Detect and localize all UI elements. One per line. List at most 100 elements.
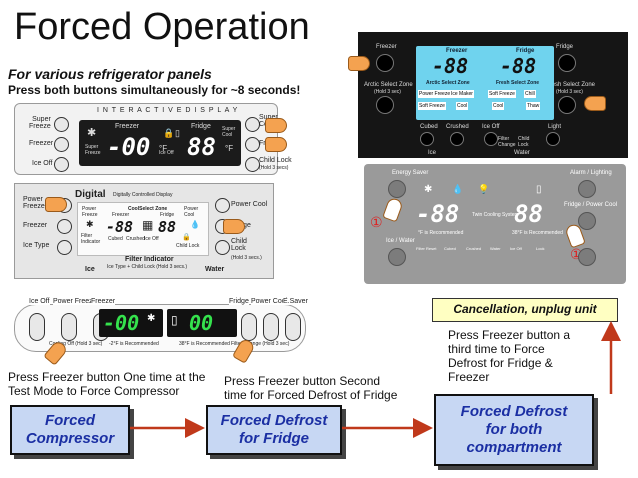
extra-button[interactable] (578, 248, 596, 266)
note-step-2: Press Freezer button Second time for For… (224, 374, 398, 402)
panel-a-freezer-label: Freezer (29, 140, 54, 147)
panel-b-brand-sub: Digitally Controlled Display (113, 192, 173, 198)
subtitle-panels: For various refrigerator panels (8, 66, 212, 82)
panel-a-header: I N T E R A C T I V E D I S P L A Y (97, 107, 239, 114)
panel-b-freezer-tag: Freezer (112, 212, 130, 218)
cubed-button[interactable] (420, 132, 434, 146)
ice-off-button[interactable] (29, 313, 45, 341)
panel-b-power-cool-tag: Power Cool (184, 206, 199, 218)
power-freeze-button[interactable] (61, 313, 77, 341)
crushed-button[interactable] (450, 132, 464, 146)
light-button[interactable] (546, 132, 560, 146)
panel-d-lcd-fridge: Fridge (516, 48, 535, 54)
power-cool-button[interactable] (263, 313, 279, 341)
fresh-select-button[interactable] (558, 96, 576, 114)
pointing-hand-icon (348, 56, 370, 71)
panel-a-child-lock-label: Child Lock (259, 157, 292, 164)
panel-b-filter-tag: Filter Indicator (81, 233, 101, 245)
fridge-icon: ▯ (175, 128, 180, 138)
drop-icon: 💧 (190, 220, 200, 229)
panel-e-energy-saver: Energy Saver (392, 170, 429, 176)
panel-c-power-cool-label: Power Cool (251, 298, 288, 305)
panel-d-opt-ice-maker: Ice Maker (450, 90, 474, 98)
panel-d-water: Water (514, 150, 530, 156)
ice-water-button[interactable] (388, 248, 406, 266)
lock-icon: 🔒 (163, 128, 175, 138)
fridge-icon: ▯ (536, 184, 542, 195)
panel-c-ice-off-label: Ice Off (29, 298, 50, 305)
cancellation-box: Cancellation, unplug unit (432, 298, 618, 322)
panel-a-freezer-unit: °F (159, 144, 168, 153)
panel-a-ice-off-tag: Ice Off (159, 150, 174, 156)
panel-d-opt-chill: Chill (524, 90, 536, 98)
panel-d-crushed: Crushed (446, 124, 469, 130)
panel-b-child-lock-label: Child Lock (231, 238, 247, 252)
panel-d-opt-cool: Cool (456, 102, 469, 110)
arctic-select-button[interactable] (376, 96, 394, 114)
panel-d-opt-soft-freeze: Soft Freeze (418, 102, 446, 110)
panel-d-ice: Ice (428, 150, 437, 156)
alarm-button[interactable] (578, 180, 596, 198)
super-cool-button[interactable] (245, 117, 260, 132)
panel-a-super-freeze-tag: Super Freeze (85, 144, 101, 156)
panel-e-display: ✱ 💧 💡 ▯ -88 Twin Cooling System 88 °F is… (416, 182, 564, 254)
panel-e-alarm: Alarm / Lighting (570, 170, 612, 176)
panel-d-arctic-title: Arctic Select Zone (426, 80, 470, 86)
fridge-button[interactable] (245, 137, 260, 152)
pointing-hand-icon (584, 96, 606, 111)
panel-c-filter-hint: Filter Change (Hold 3 sec) (231, 341, 290, 347)
panel-b-icon-ice-off: Ice Off (144, 236, 159, 242)
flow-forced-defrost-fridge: Forced Defrost for Fridge (206, 405, 342, 455)
power-cool-button[interactable] (215, 198, 230, 213)
panel-e-circle-left: ① (370, 214, 383, 230)
fridge-button[interactable] (558, 54, 576, 72)
panel-b-display: Power Freeze CoolSelect Zone Freezer Fri… (77, 202, 209, 256)
fridge-power-cool-button[interactable] (578, 212, 596, 230)
panel-c-freezer-value: -00 (103, 311, 140, 335)
panel-b-freezer-value: -88 (106, 218, 134, 236)
note-step-3: Press Freezer button a third time to For… (448, 328, 571, 384)
super-freeze-button[interactable] (54, 117, 69, 132)
panel-e-icon-ice-off: Ice Off (510, 246, 522, 251)
bulb-icon: 💡 (478, 184, 490, 194)
energy-saver-button[interactable] (388, 180, 406, 198)
esaver-button[interactable] (285, 313, 301, 341)
panel-d-opt-cool-2: Cool (492, 102, 505, 110)
panel-d-fresh-hint: (Hold 3 sec) (556, 89, 583, 95)
panel-e-unit-right: 38°F is Recommended (512, 230, 563, 236)
panel-a-freezer-value: -00 (107, 133, 151, 161)
panel-led: Ice Off Power Freeze Freezer -00 ✱ ▯ 00 … (14, 298, 308, 366)
freezer-button[interactable] (376, 54, 394, 72)
panel-d-opt-power-freeze: Power Freeze (418, 90, 452, 98)
panel-digital: Digital Digitally Controlled Display Pow… (14, 183, 274, 279)
panel-e-icon-cubed: Cubed (444, 246, 456, 251)
child-lock-button[interactable] (245, 157, 260, 172)
panel-b-filter-hint: Ice Type + Child Lock (Hold 3 secs.) (107, 264, 188, 270)
fridge-icon: ▦ (142, 218, 154, 232)
panel-d-filter-change: Filter Change (498, 136, 516, 148)
panel-d-fresh-label: Fresh Select Zone (546, 82, 596, 88)
freezer-button[interactable] (57, 219, 72, 234)
pointing-hand-icon (45, 197, 67, 212)
panel-d-cubed: Cubed (420, 124, 438, 130)
snowflake-icon: ✱ (147, 313, 156, 324)
ice-off-button[interactable] (484, 132, 498, 146)
panel-b-brand: Digital (75, 189, 106, 200)
panel-b-fridge-value: 88 (158, 218, 177, 236)
freezer-button[interactable] (54, 137, 69, 152)
panel-a-fridge-value: 88 (187, 133, 216, 161)
panel-e-freezer-value: -88 (416, 200, 460, 228)
ice-off-button[interactable] (54, 157, 69, 172)
panel-a-super-freeze-label: Super Freeze (29, 116, 51, 130)
panel-b-power-cool-label: Power Cool (231, 201, 268, 208)
ice-type-button[interactable] (57, 240, 72, 255)
panel-c-esaver-label: E.Saver (283, 298, 308, 305)
panel-e-icon-lock: Lock (536, 246, 545, 251)
panel-interactive-display: I N T E R A C T I V E D I S P L A Y Supe… (14, 103, 292, 175)
fridge-button[interactable] (241, 313, 257, 341)
snowflake-icon: ✱ (424, 184, 433, 195)
panel-e-ice-water: Ice / Water (386, 238, 415, 244)
child-lock-button[interactable] (215, 240, 230, 255)
flow-forced-compressor: Forced Compressor (10, 405, 130, 455)
panel-a-fridge-title: Fridge (191, 123, 211, 130)
